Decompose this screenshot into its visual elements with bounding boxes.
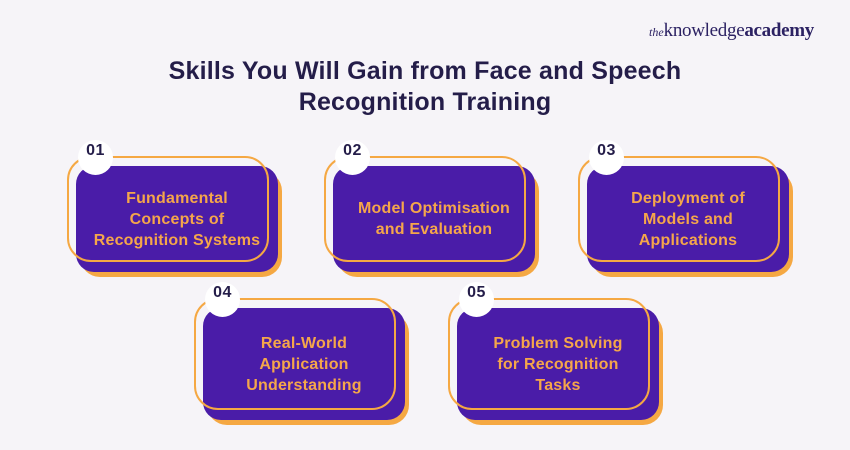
card-body: Fundamental Concepts of Recognition Syst… <box>76 166 278 272</box>
card-number: 03 <box>597 142 616 159</box>
card-number: 01 <box>86 142 105 159</box>
card-text-line: Understanding <box>246 376 362 394</box>
number-badge-circle <box>589 140 624 175</box>
skill-card-04: Real-World Application Understanding 04 <box>194 282 409 425</box>
logo-word-academy: academy <box>744 20 814 41</box>
skill-card-05: Problem Solving for Recognition Tasks 05 <box>448 282 663 425</box>
number-badge-circle <box>459 282 494 317</box>
card-body: Model Optimisation and Evaluation <box>333 166 535 272</box>
card-text-line: Models and <box>642 210 733 228</box>
page-title-line-1: Skills You Will Gain from Face and Speec… <box>168 57 682 85</box>
number-badge-circle <box>78 140 113 175</box>
skill-card-01: Fundamental Concepts of Recognition Syst… <box>67 140 282 277</box>
logo-word-knowledge: knowledge <box>663 20 745 41</box>
logo-prefix: the <box>648 25 664 39</box>
card-text-line: Applications <box>638 231 738 249</box>
number-badge-circle <box>205 282 240 317</box>
card-body: Problem Solving for Recognition Tasks <box>457 308 659 420</box>
skill-card-03: Deployment of Models and Applications 03 <box>578 140 793 277</box>
card-text-line: Tasks <box>535 376 581 394</box>
card-text-line: Recognition Systems <box>93 231 261 249</box>
knowledge-academy-logo: theknowledgeacademy <box>649 20 814 43</box>
page-title: Skills You Will Gain from Face and Speec… <box>0 56 850 118</box>
card-number: 04 <box>213 284 232 301</box>
card-number: 02 <box>343 142 362 159</box>
skill-card-02: Model Optimisation and Evaluation 02 <box>324 140 539 277</box>
card-number: 05 <box>467 284 486 301</box>
card-text-line: and Evaluation <box>375 221 493 238</box>
card-body: Deployment of Models and Applications <box>587 166 789 272</box>
card-text-line: Fundamental <box>126 189 228 207</box>
card-text-line: for Recognition <box>497 355 619 373</box>
card-text-line: Real-World <box>260 334 348 352</box>
page-title-line-2: Recognition Training <box>298 88 552 116</box>
card-text-line: Deployment of <box>631 189 745 207</box>
card-text-line: Model Optimisation <box>357 200 511 217</box>
number-badge-circle <box>335 140 370 175</box>
card-text-line: Concepts of <box>129 210 225 228</box>
card-text-line: Application <box>259 355 349 373</box>
card-body: Real-World Application Understanding <box>203 308 405 420</box>
card-text-line: Problem Solving <box>493 334 623 352</box>
